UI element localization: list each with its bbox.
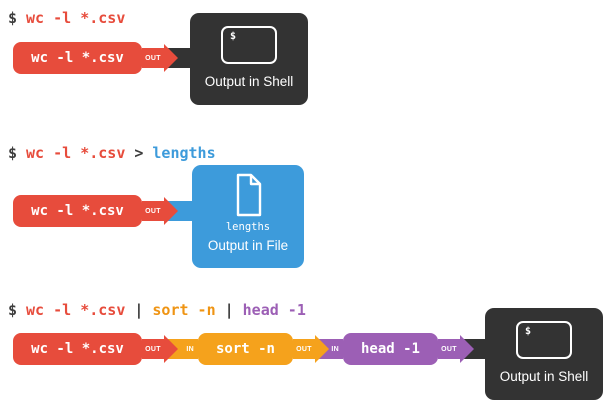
output-filename: lengths xyxy=(225,221,271,233)
terminal-window-icon: $ xyxy=(221,26,277,64)
out-port-label: OUT xyxy=(441,345,457,353)
out-port: OUT xyxy=(438,335,474,363)
out-port-label: OUT xyxy=(145,54,161,62)
file-icon xyxy=(236,173,262,217)
out-port-label: OUT xyxy=(296,345,312,353)
out-port: OUT xyxy=(142,335,178,363)
arrow-right-icon xyxy=(164,335,178,363)
command-text-wc: wc -l *.csv xyxy=(26,9,126,27)
pipe-operator: | xyxy=(224,301,234,319)
arrow-right-icon xyxy=(164,197,178,225)
redirect-operator: > xyxy=(134,144,144,162)
output-caption: Output in File xyxy=(207,238,289,253)
command-line-2: $ wc -l *.csv > lengths xyxy=(8,144,216,162)
output-shell-box: $ Output in Shell xyxy=(190,13,308,105)
command-text-wc: wc -l *.csv xyxy=(26,144,126,162)
pipeline-block-wc: wc -l *.csv OUT xyxy=(13,195,178,227)
block-label: wc -l *.csv xyxy=(31,341,124,357)
terminal-prompt: $ xyxy=(525,326,532,337)
block-label: wc -l *.csv xyxy=(31,50,124,66)
shell-prompt: $ xyxy=(8,9,18,27)
pipeline-block-sort: sort -n OUT xyxy=(198,333,329,365)
terminal-window-icon: $ xyxy=(516,321,572,359)
command-text-head: head -1 xyxy=(242,301,306,319)
shell-prompt: $ xyxy=(8,301,18,319)
arrow-right-icon xyxy=(460,335,474,363)
command-line-1: $ wc -l *.csv xyxy=(8,9,125,27)
command-text-sort: sort -n xyxy=(152,301,216,319)
in-port-label: IN xyxy=(331,345,339,353)
out-port-label: OUT xyxy=(145,207,161,215)
output-shell-box: $ Output in Shell xyxy=(485,308,603,400)
command-line-3: $ wc -l *.csv | sort -n | head -1 xyxy=(8,301,306,319)
shell-prompt: $ xyxy=(8,144,18,162)
out-port: OUT xyxy=(142,197,178,225)
arrow-right-icon xyxy=(164,44,178,72)
pipe-operator: | xyxy=(134,301,144,319)
output-caption: Output in Shell xyxy=(204,74,294,89)
in-port-label: IN xyxy=(186,345,194,353)
arrow-right-icon xyxy=(315,335,329,363)
block-label: head -1 xyxy=(360,341,420,357)
command-text-wc: wc -l *.csv xyxy=(26,301,126,319)
pipeline-block-wc: wc -l *.csv OUT xyxy=(13,333,178,365)
output-file-box: lengths Output in File xyxy=(192,165,304,268)
block-label: sort -n xyxy=(215,341,275,357)
out-port-label: OUT xyxy=(145,345,161,353)
command-text-filename: lengths xyxy=(152,144,216,162)
out-port: OUT xyxy=(142,44,178,72)
terminal-prompt: $ xyxy=(230,31,237,42)
pipeline-block-head: head -1 OUT xyxy=(343,333,474,365)
pipeline-block-wc: wc -l *.csv OUT xyxy=(13,42,178,74)
block-label: wc -l *.csv xyxy=(31,203,124,219)
out-port: OUT xyxy=(293,335,329,363)
output-caption: Output in Shell xyxy=(499,369,589,384)
